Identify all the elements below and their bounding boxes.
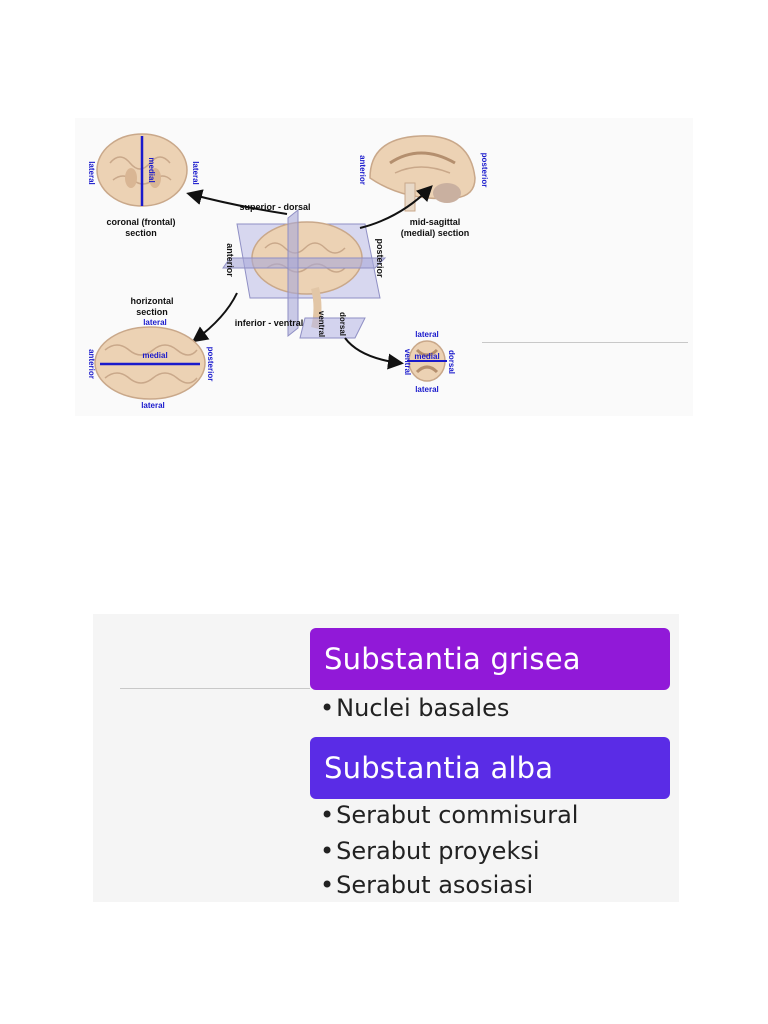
sagittal-posterior-label: posterior [480, 153, 489, 188]
horizontal-title-line2: section [136, 307, 168, 317]
arrow-to-spinal [344, 337, 404, 370]
center-posterior-label: posterior [375, 238, 385, 278]
coronal-title-line1: coronal (frontal) [107, 217, 176, 227]
divider-line-top [482, 342, 688, 343]
brain-planes-diagram: lateral medial lateral coronal (frontal)… [75, 118, 693, 416]
center-brain-with-planes [222, 208, 387, 339]
sagittal-brain-image [369, 135, 476, 212]
list-item-nuclei-basales: •Nuclei basales [320, 694, 509, 722]
horizontal-posterior-label: posterior [206, 347, 215, 382]
list-item-label: Serabut asosiasi [336, 871, 534, 899]
horizontal-title-line1: horizontal [131, 296, 174, 306]
coronal-title-line2: section [125, 228, 157, 238]
spinal-dorsal-label: dorsal [447, 350, 456, 374]
spinal-medial-label: medial [414, 352, 439, 361]
bullet-dot: • [320, 837, 335, 865]
substantia-grisea-heading: Substantia grisea [310, 628, 670, 690]
superior-dorsal-label: superior - dorsal [239, 202, 310, 212]
dorsal-label: dorsal [338, 312, 347, 336]
coronal-lateral-right-label: lateral [191, 161, 200, 185]
horizontal-brain-image [94, 326, 206, 400]
sagittal-title-line1: mid-sagittal [410, 217, 461, 227]
ventral-label: ventral [317, 311, 326, 337]
horizontal-lateral-top-label: lateral [143, 318, 167, 327]
coronal-brain-image [96, 133, 188, 207]
inferior-ventral-label: inferior - ventral [235, 318, 304, 328]
horizontal-lateral-bottom-label: lateral [141, 401, 165, 410]
spinal-ventral-label: ventral [403, 349, 412, 375]
list-item-serabut-asosiasi: •Serabut asosiasi [320, 871, 533, 899]
sagittal-title-line2: (medial) section [401, 228, 470, 238]
list-item-serabut-commisural: •Serabut commisural [320, 801, 578, 829]
arrow-to-coronal [186, 189, 288, 215]
spinal-section-image [407, 340, 447, 382]
center-anterior-label: anterior [225, 243, 235, 277]
spinal-lateral-bottom-label: lateral [415, 385, 439, 394]
sagittal-anterior-label: anterior [358, 155, 367, 185]
arrow-to-horizontal [191, 292, 238, 343]
horizontal-anterior-label: anterior [87, 349, 96, 379]
list-item-serabut-proyeksi: •Serabut proyeksi [320, 837, 540, 865]
bullet-dot: • [320, 694, 335, 722]
list-item-label: Serabut proyeksi [336, 837, 540, 865]
list-item-label: Nuclei basales [336, 694, 510, 722]
substantia-alba-heading: Substantia alba [310, 737, 670, 799]
horizontal-medial-label: medial [142, 351, 167, 360]
divider-line-bottom [120, 688, 310, 689]
spinal-lateral-top-label: lateral [415, 330, 439, 339]
bullet-dot: • [320, 801, 335, 829]
list-item-label: Serabut commisural [336, 801, 579, 829]
arrow-to-sagittal [359, 185, 433, 229]
coronal-lateral-left-label: lateral [87, 161, 96, 185]
coronal-medial-label: medial [147, 157, 156, 182]
bullet-dot: • [320, 871, 335, 899]
brain-planes-svg: lateral medial lateral coronal (frontal)… [87, 133, 489, 410]
